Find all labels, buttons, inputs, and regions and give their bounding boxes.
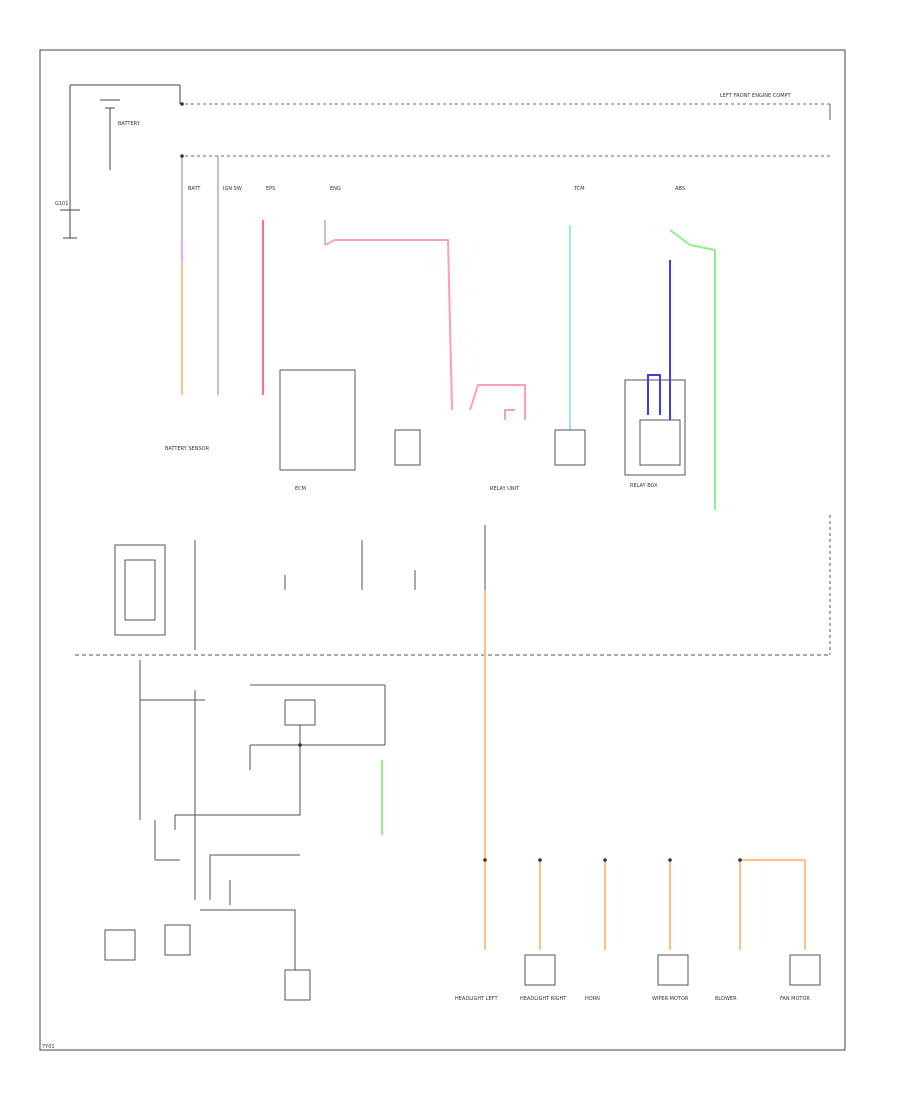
mid-components [279,369,686,476]
footer-code: 7Y01 [42,1044,55,1050]
top-bus [185,103,831,157]
mid-component-labels: BATTERY SENSOR ECM RELAY BOX RELAY UNIT [165,446,658,492]
mid-label-4: RELAY UNIT [490,486,520,492]
bottom-label-5: BLOWER [715,996,737,1002]
bottom-label-1: HEADLIGHT LEFT [455,996,498,1002]
bottom-component-labels: HEADLIGHT LEFT HEADLIGHT RIGHT HORN WIPE… [455,996,810,1002]
bottom-label-6: FAN MOTOR [780,996,810,1002]
fuse-label-5: TCM [573,186,585,192]
orange-feed [484,590,806,950]
diagram-frame [39,49,846,1051]
fuse-label-4: ENG [330,186,341,192]
mid-label-2: ECM [295,486,306,492]
bottom-label-2: HEADLIGHT RIGHT [520,996,567,1002]
fuse-box-label: LEFT FRONT ENGINE COMPT [720,93,792,99]
bottom-label-3: HORN [585,996,600,1002]
fuse-label-2: IGN SW [223,186,242,192]
connection-dots [180,102,742,862]
fuse-labels: BATT IGN SW EPS ENG TCM ABS [188,186,685,192]
bottom-components [524,954,821,986]
fuse-label-3: EPS [266,186,275,192]
feed-lines [181,156,716,510]
mid-label-3: RELAY BOX [630,483,658,489]
mid-label-1: BATTERY SENSOR [165,446,210,452]
bottom-label-4: WIPER MOTOR [652,996,689,1002]
left-relay-box [114,525,486,650]
ground-label: G101 [55,201,68,207]
battery-circuit [60,84,181,239]
fuse-label-6: ABS [675,186,685,192]
battery-label: BATTERY [118,121,141,127]
fuse-label-1: BATT [188,186,201,192]
lower-left-circuit [104,660,386,1001]
